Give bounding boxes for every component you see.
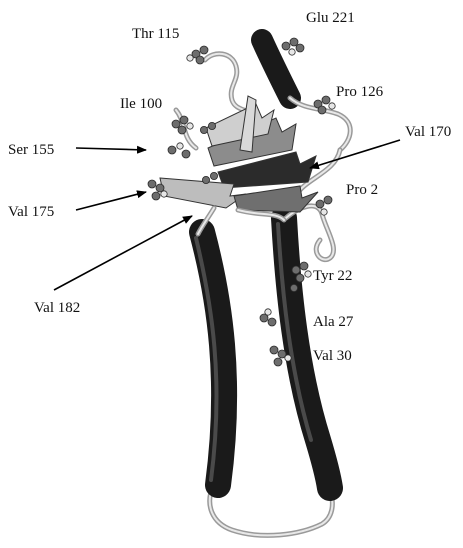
arrow-val182 bbox=[54, 216, 192, 290]
arrow-val175 bbox=[76, 192, 146, 210]
label-tyr22: Tyr 22 bbox=[313, 268, 352, 284]
arrow-ser155 bbox=[76, 148, 146, 150]
arrow-val170 bbox=[310, 140, 400, 168]
label-pro2: Pro 2 bbox=[346, 182, 378, 198]
residue-pro2-atoms bbox=[316, 196, 332, 215]
left-helix bbox=[196, 232, 224, 485]
label-val170: Val 170 bbox=[405, 124, 451, 140]
label-ser155: Ser 155 bbox=[8, 142, 54, 158]
label-ile100: Ile 100 bbox=[120, 96, 162, 112]
residue-glu221-atoms bbox=[282, 38, 304, 55]
label-val175: Val 175 bbox=[8, 204, 54, 220]
label-thr115: Thr 115 bbox=[132, 26, 179, 42]
bottom-loop bbox=[210, 486, 333, 535]
residue-ala27-atoms bbox=[260, 309, 276, 326]
residue-ser155-atoms bbox=[168, 143, 190, 158]
label-glu221: Glu 221 bbox=[306, 10, 355, 26]
label-pro126: Pro 126 bbox=[336, 84, 384, 100]
label-val30: Val 30 bbox=[313, 348, 352, 364]
label-val182: Val 182 bbox=[34, 300, 80, 316]
label-ala27: Ala 27 bbox=[313, 314, 354, 330]
